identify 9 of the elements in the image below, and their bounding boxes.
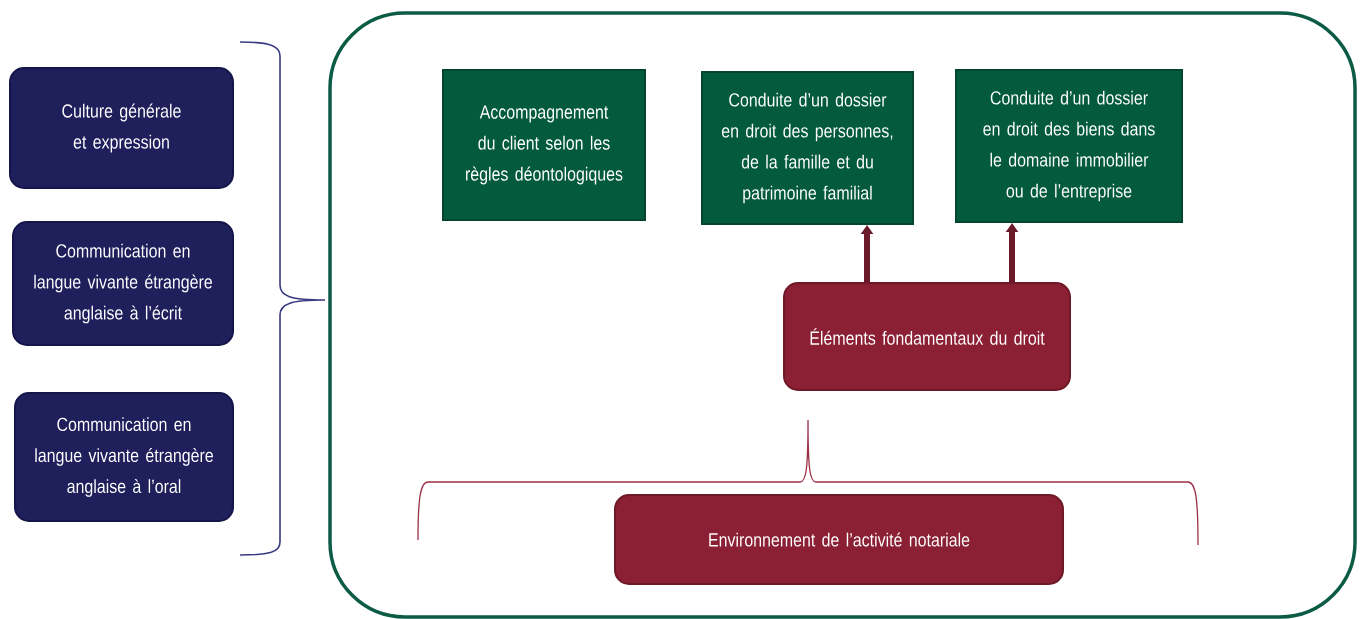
skill-box: Accompagnement du client selon les règles déontologiques (442, 69, 646, 221)
course-box: Communication en langue vivante étrangère anglaise à l’écrit (12, 221, 234, 346)
skill-box: Conduite d’un dossier en droit des biens dans le domaine immobilier ou de l’entreprise (955, 69, 1183, 223)
course-box: Culture générale et expression (9, 67, 234, 189)
skill-box: Conduite d’un dossier en droit des personnes, de la famille et du patrimoine familial (701, 71, 914, 225)
course-box: Communication en langue vivante étrangère anglaise à l’oral (14, 392, 234, 522)
frame-box (328, 11, 1357, 619)
course-box: Environnement de l’activité notariale (614, 494, 1064, 585)
course-box: Éléments fondamentaux du droit (783, 282, 1071, 391)
